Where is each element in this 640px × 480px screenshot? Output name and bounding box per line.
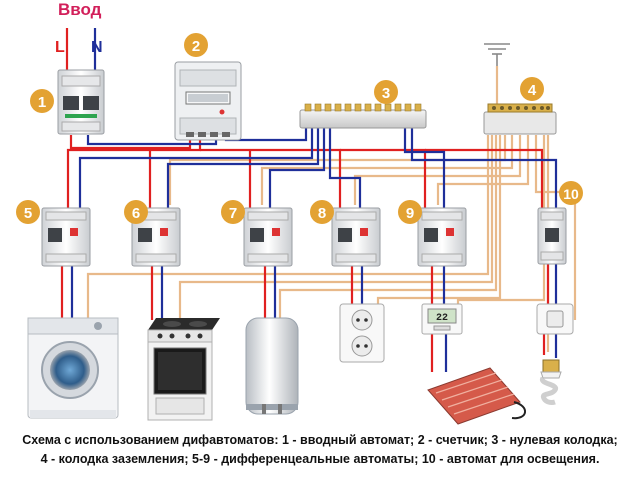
electricity-meter: [174, 61, 242, 141]
washing-machine: [27, 317, 119, 419]
neutral-wires: [70, 28, 558, 372]
badge-7: 7: [221, 200, 245, 224]
thermostat-display: 22: [436, 313, 448, 324]
electric-stove: [147, 318, 220, 421]
badge-10: 10: [559, 181, 583, 205]
svg-text:3: 3: [382, 85, 390, 102]
svg-text:7: 7: [229, 205, 237, 222]
svg-text:8: 8: [318, 205, 326, 222]
ground-bus: [483, 103, 557, 135]
input-title: Ввод: [58, 0, 102, 19]
phase-label: L: [55, 39, 65, 56]
badge-1: 1: [30, 89, 54, 113]
lighting-breaker: [537, 207, 567, 265]
svg-text:10: 10: [563, 186, 579, 202]
water-heater: [245, 317, 299, 415]
svg-text:2: 2: [192, 38, 200, 55]
neutral-bus: [299, 103, 427, 129]
svg-text:1: 1: [38, 94, 46, 111]
badge-9: 9: [398, 200, 422, 224]
badge-3: 3: [374, 80, 398, 104]
thermostat: 22: [421, 303, 463, 335]
ground-symbol: [484, 43, 510, 66]
rcbo-6: [131, 207, 181, 267]
heated-floor-mat: [427, 367, 526, 425]
caption-line-1: Схема с использованием дифавтоматов: 1 -…: [22, 433, 618, 447]
caption-line-2: 4 - колодка заземления; 5-9 - дифференце…: [40, 452, 600, 466]
svg-text:9: 9: [406, 205, 414, 222]
rcbo-9: [417, 207, 467, 267]
svg-text:5: 5: [24, 205, 32, 222]
rcbo-8: [331, 207, 381, 267]
badge-8: 8: [310, 200, 334, 224]
svg-text:6: 6: [132, 205, 140, 222]
badge-6: 6: [124, 200, 148, 224]
rcbo-5: [41, 207, 91, 267]
light-bulb: [540, 359, 562, 405]
light-switch: [536, 303, 574, 335]
main-breaker: [57, 69, 105, 135]
double-socket: [339, 303, 385, 363]
neutral-label: N: [91, 39, 103, 56]
rcbo-7: [243, 207, 293, 267]
phase-wires: [60, 28, 550, 372]
badge-2: 2: [184, 33, 208, 57]
svg-text:4: 4: [528, 82, 537, 99]
badge-4: 4: [520, 77, 544, 101]
badge-5: 5: [16, 200, 40, 224]
